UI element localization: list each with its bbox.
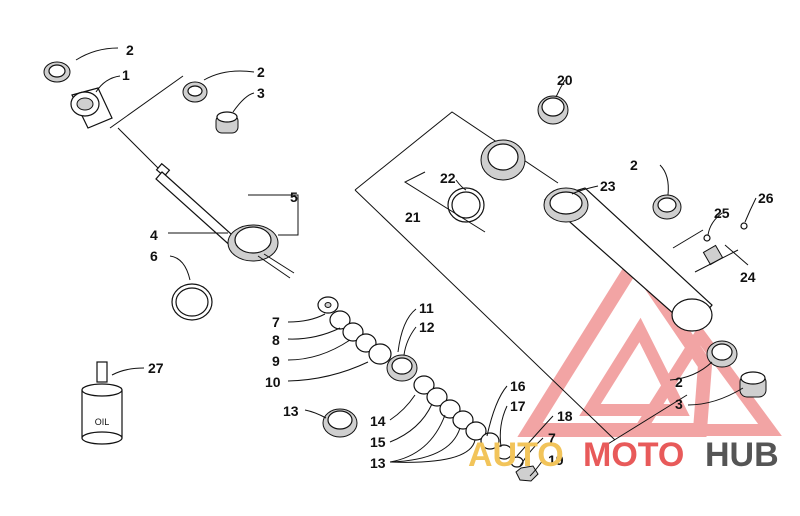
- watermark-moto: MOTO: [583, 436, 684, 474]
- part-cap-13-icon: [322, 408, 358, 438]
- callout-labels: 2 1 2 3 5 4 6 7 8 9 10 11 12 20 16 17 18…: [122, 42, 774, 471]
- callout-17: 16: [510, 378, 526, 394]
- callout-13a: 13: [283, 403, 299, 419]
- callout-8: 8: [272, 332, 280, 348]
- callout-27: 27: [148, 360, 164, 376]
- washer-stack-lower-icon: [413, 375, 524, 468]
- part-seal-head-icon: [480, 139, 526, 181]
- callout-19: 7: [548, 430, 556, 446]
- part-cap-2c-icon: [652, 194, 682, 220]
- callout-14: 14: [370, 413, 386, 429]
- callout-16: 13: [370, 455, 386, 471]
- watermark-auto: AUTO: [468, 436, 564, 474]
- callout-18: 17: [510, 398, 526, 414]
- part-cap-2d-icon: [706, 340, 738, 368]
- callout-5: 5: [290, 189, 298, 205]
- callout-26: 26: [758, 190, 774, 206]
- callout-24: 24: [740, 269, 756, 285]
- callout-3a: 3: [257, 85, 265, 101]
- callout-1: 1: [122, 67, 130, 83]
- part-ring-22-icon: [447, 187, 485, 223]
- oil-bottle-icon: [81, 361, 123, 445]
- callout-25: 25: [714, 205, 730, 221]
- callout-20: 19: [548, 452, 564, 468]
- part-oring-6-icon: [171, 283, 213, 321]
- callout-7a: 7: [272, 314, 280, 330]
- callout-21: 21: [405, 209, 421, 225]
- callout-6: 6: [150, 248, 158, 264]
- callout-12: 12: [419, 319, 435, 335]
- part-bushing-3b-icon: [739, 371, 767, 398]
- callout-3b: 3: [675, 396, 683, 412]
- callout-13b: 20: [557, 72, 573, 88]
- part-cap-2-icon: [43, 61, 71, 83]
- watermark-text: AUTO MOTO HUB: [468, 436, 779, 474]
- part-cap-13b-icon: [537, 95, 569, 125]
- callout-2c: 2: [630, 157, 638, 173]
- watermark-hub: HUB: [705, 436, 779, 474]
- part-nut-20-icon: [515, 465, 539, 482]
- part-piston-icon: [386, 354, 418, 382]
- callout-7b: 18: [557, 408, 573, 424]
- callout-11: 11: [419, 300, 434, 316]
- oil-bottle-label: OIL: [95, 417, 110, 427]
- washer-stack-icon: [317, 296, 392, 365]
- watermark-logo-icon: [517, 249, 782, 437]
- callout-10: 10: [265, 374, 281, 390]
- callout-9: 9: [272, 353, 280, 369]
- callout-22: 22: [440, 170, 456, 186]
- callout-2a: 2: [126, 42, 134, 58]
- callout-23: 23: [600, 178, 616, 194]
- part-rod-4-icon: [155, 162, 295, 279]
- callout-2d: 2: [675, 374, 683, 390]
- part-eye-1-icon: [70, 87, 113, 129]
- part-body-23-icon: [543, 187, 713, 332]
- callout-15: 15: [370, 434, 386, 450]
- part-bushing-3-icon: [215, 111, 239, 134]
- callout-4: 4: [150, 227, 158, 243]
- part-cap-2b-icon: [182, 81, 208, 103]
- callout-2b: 2: [257, 64, 265, 80]
